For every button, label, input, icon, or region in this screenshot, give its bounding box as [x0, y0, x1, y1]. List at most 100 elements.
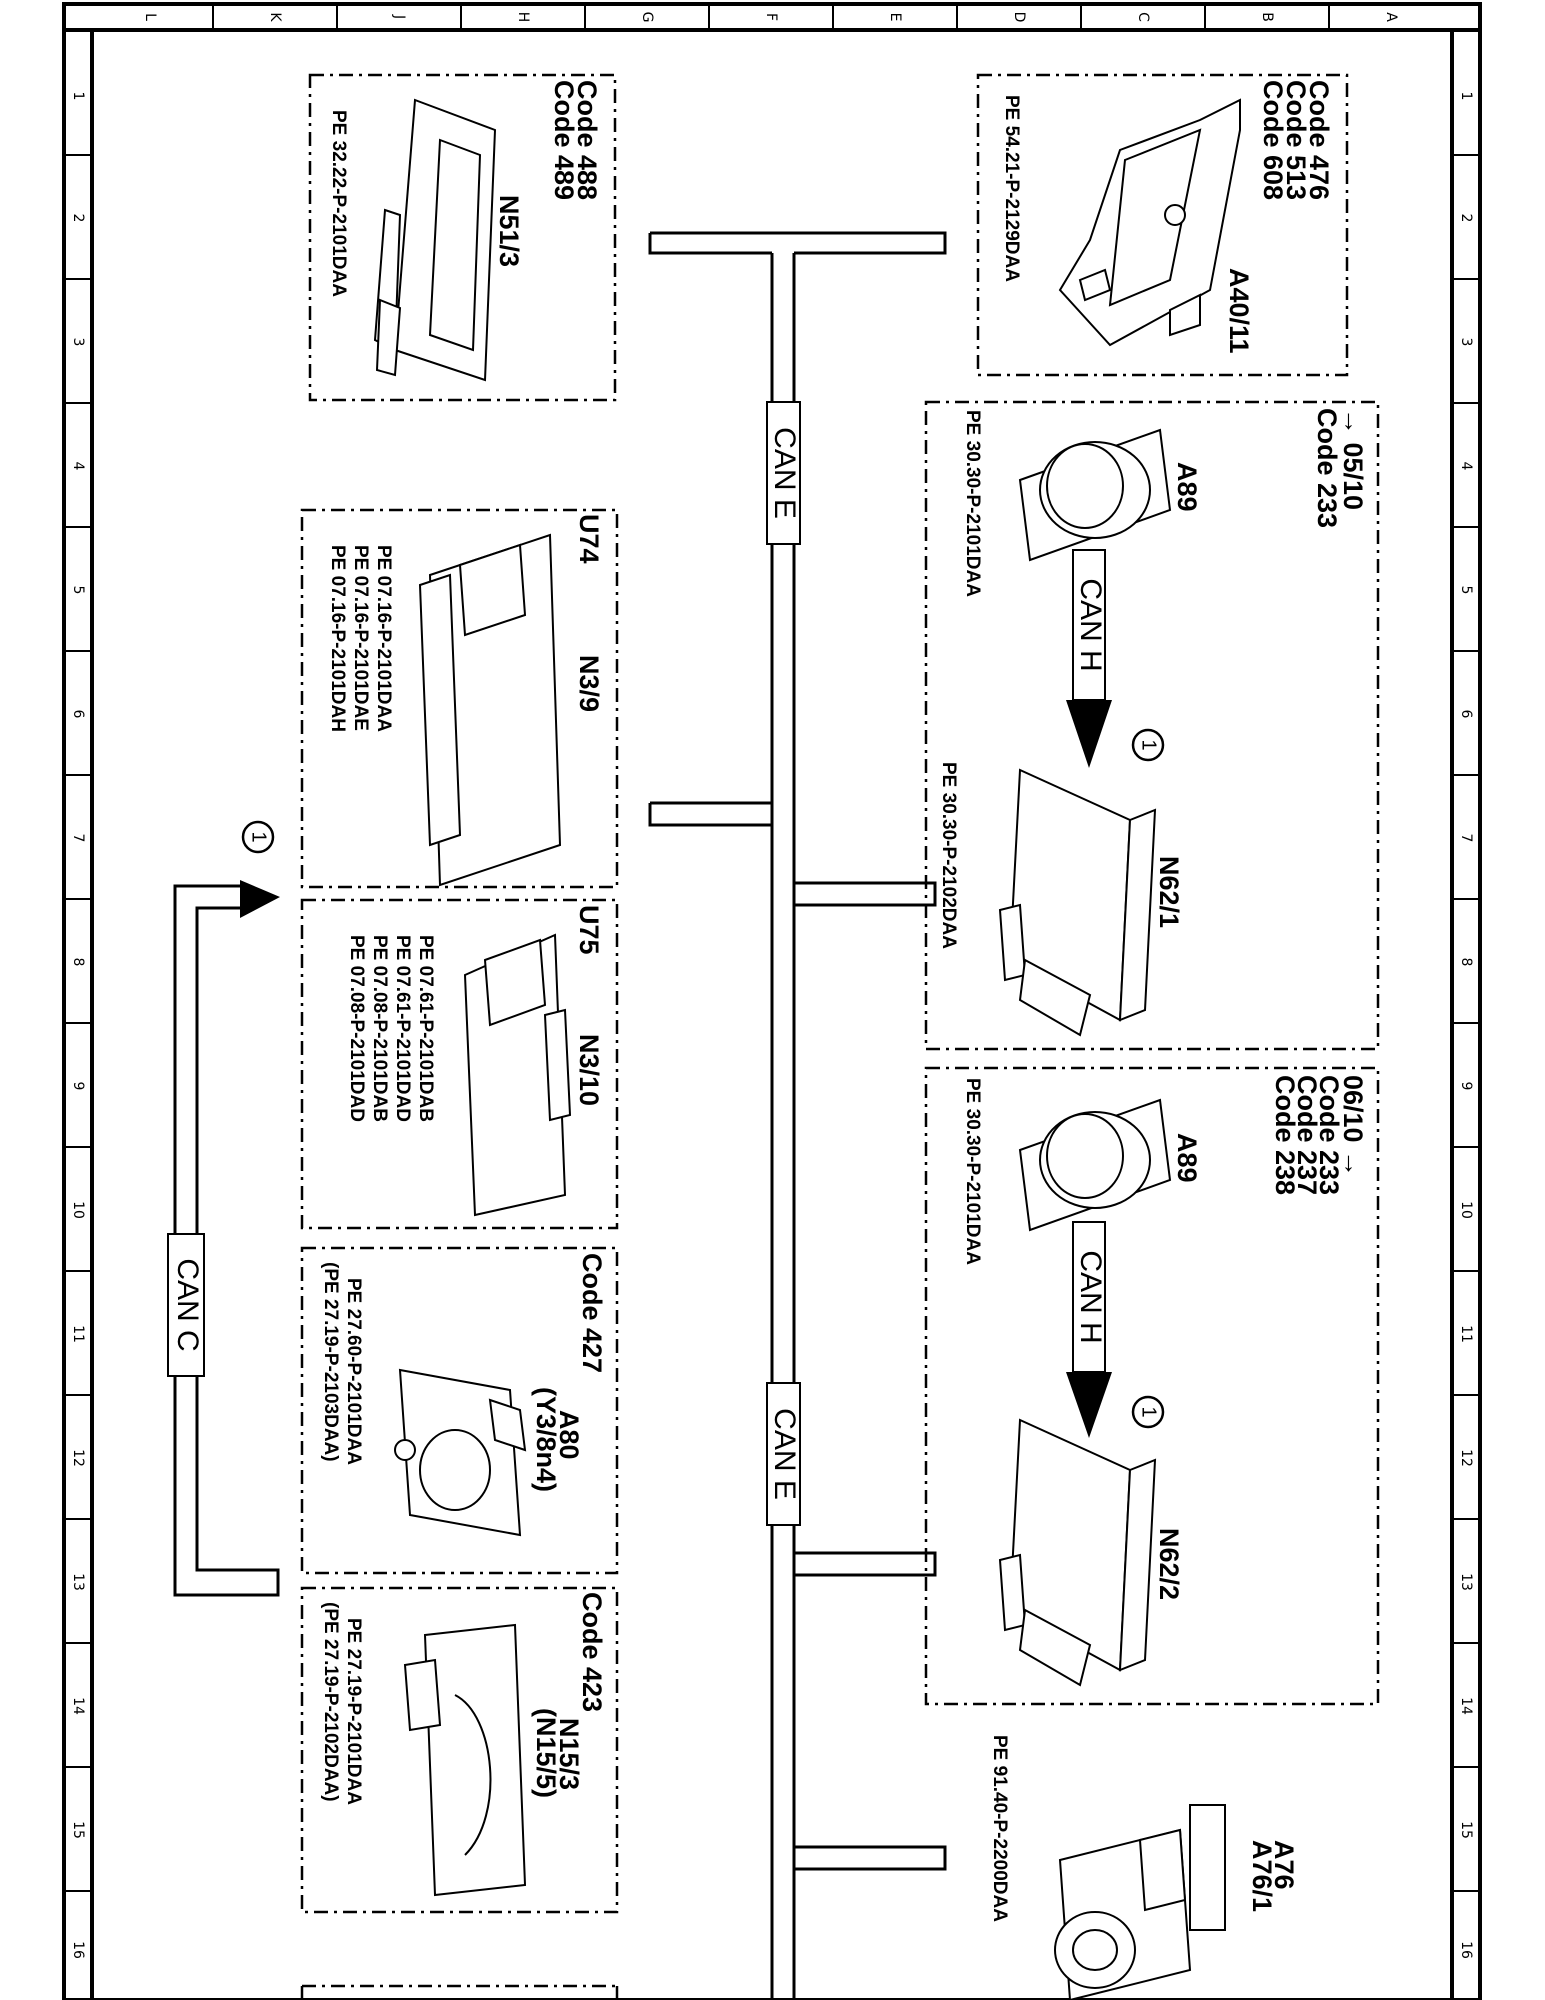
code-label: Code 476 — [1304, 80, 1334, 200]
pe-reference: PE 07.61-P-2101DAB — [415, 935, 436, 1122]
code-label: Code 233 — [1312, 408, 1342, 528]
grid-number: 16 — [70, 1941, 86, 1959]
grid-number: 3 — [70, 338, 86, 347]
component-name: N62/2 — [1154, 1528, 1184, 1600]
component-name: A80 — [554, 1410, 584, 1460]
grid-number: 10 — [1458, 1201, 1474, 1219]
callout-marker-text: 1 — [248, 831, 270, 842]
pe-reference: PE 27.60-P-2101DAA — [343, 1278, 364, 1465]
grid-letter: C — [1135, 12, 1151, 22]
box-post-06-10: 06/10 → Code 233 Code 237 Code 238 A89 P… — [924, 1066, 1380, 1706]
component-name: A89 — [1172, 462, 1202, 512]
pe-reference: PE 30.30-P-2102DAA — [938, 762, 959, 949]
grid-number: 2 — [70, 214, 86, 223]
grid-number: 2 — [1458, 214, 1474, 223]
grid-letter: B — [1259, 12, 1275, 22]
variant-label: U75 — [574, 905, 604, 955]
grid-number: 13 — [70, 1573, 86, 1591]
grid-number: 5 — [1458, 586, 1474, 595]
component-name: A89 — [1172, 1133, 1202, 1183]
component-name: N15/3 — [554, 1718, 584, 1790]
component-name: N51/3 — [494, 195, 524, 267]
grid-number: 3 — [1458, 338, 1474, 347]
a89-sensor-icon — [1018, 428, 1172, 562]
code-label: Code 608 — [1258, 80, 1288, 200]
box-u74: U74 N3/9 PE 07.16-P-2101DAA PE 07.16-P-2… — [300, 508, 619, 889]
pe-reference: PE 32.22-P-2101DAA — [328, 110, 349, 297]
component-name: A76 — [1269, 1840, 1299, 1890]
grid-number: 16 — [1458, 1941, 1474, 1959]
code-label: Code 237 — [1292, 1075, 1322, 1195]
box-n51-3: Code 488 Code 489 N51/3 PE 32.22-P-2101D… — [308, 73, 617, 402]
grid-row-numbers-right: 1 2 3 4 5 6 7 8 9 10 11 12 13 14 15 16 — [1458, 92, 1474, 1959]
grid-number: 6 — [1458, 710, 1474, 719]
can-h-label-text: CAN H — [1074, 578, 1107, 671]
date-header: 06/10 → — [1338, 1075, 1368, 1177]
grid-number: 8 — [70, 958, 86, 967]
grid-number: 10 — [70, 1201, 86, 1219]
grid-number: 1 — [1458, 92, 1474, 101]
pe-reference: PE 07.16-P-2101DAA — [373, 545, 394, 732]
grid-letter: L — [142, 13, 158, 21]
a80-actuator-icon — [394, 1368, 527, 1537]
code-label: Code 238 — [1270, 1075, 1300, 1195]
code-label: Code 233 — [1314, 1075, 1344, 1195]
code-label: Code 488 — [572, 80, 602, 200]
code-label: Code 489 — [549, 80, 579, 200]
box-partial-bottom — [300, 1984, 619, 2000]
box-a80: Code 427 A80 (Y3/8n4) PE 27.60-P-2101DAA… — [300, 1246, 619, 1575]
box-pre-05-10: → 05/10 Code 233 A89 PE 30.30-P-2101DAA … — [924, 400, 1380, 1051]
grid-number: 6 — [70, 710, 86, 719]
can-e-label-top: CAN E — [766, 401, 801, 545]
grid-number: 15 — [70, 1821, 86, 1839]
component-name: N3/10 — [574, 1034, 604, 1106]
a40-11-part-icon — [1058, 98, 1241, 347]
n62-2-module-icon — [998, 1418, 1157, 1687]
can-h-label-text: CAN H — [1074, 1250, 1107, 1343]
grid-letter: E — [887, 13, 903, 22]
grid-number: 8 — [1458, 958, 1474, 967]
a76-motor-icon — [1054, 1804, 1226, 2000]
grid-number: 11 — [1458, 1325, 1474, 1343]
grid-number: 4 — [70, 462, 86, 471]
box-u75: U75 N3/10 PE 07.61-P-2101DAB PE 07.61-P-… — [300, 898, 619, 1230]
grid-number: 7 — [1458, 834, 1474, 843]
code-label: Code 423 — [577, 1592, 607, 1712]
grid-letter: A — [1383, 12, 1399, 22]
can-c-arrowhead — [240, 880, 280, 918]
grid-number: 13 — [1458, 1573, 1474, 1591]
component-name: N62/1 — [1154, 856, 1184, 928]
can-h-arrowhead — [1066, 700, 1112, 768]
grid-number: 15 — [1458, 1821, 1474, 1839]
grid-letter: H — [515, 12, 531, 23]
n3-9-ecu-icon — [418, 533, 562, 887]
pe-reference: PE 54.21-P-2129DAA — [1001, 95, 1022, 282]
grid-letter: D — [1011, 12, 1027, 23]
grid-number: 1 — [70, 92, 86, 101]
a89-sensor-icon — [1018, 1098, 1172, 1232]
grid-number: 12 — [1458, 1449, 1474, 1467]
pe-reference: PE 91.40-P-2200DAA — [989, 1735, 1010, 1922]
n15-3-module-icon — [403, 1623, 527, 1897]
pe-reference: PE 27.19-P-2101DAA — [343, 1618, 364, 1805]
box-a40-11: Code 476 Code 513 Code 608 A40/11 PE 54.… — [976, 73, 1349, 377]
code-label: Code 427 — [577, 1253, 607, 1373]
can-e-label-text: CAN E — [768, 427, 801, 519]
can-h-arrowhead — [1066, 1372, 1112, 1438]
group-a76: A76 A76/1 PE 91.40-P-2200DAA — [989, 1735, 1299, 2000]
grid-letter: F — [763, 13, 779, 21]
pe-reference: PE 07.08-P-2101DAD — [346, 935, 367, 1122]
component-name: A40/11 — [1224, 268, 1254, 354]
variant-label: U74 — [574, 514, 604, 564]
can-e-label-mid: CAN E — [766, 1382, 801, 1526]
grid-number: 9 — [70, 1082, 86, 1091]
component-name: N3/9 — [574, 655, 604, 712]
grid-number: 14 — [70, 1697, 86, 1715]
component-alt-name: (N15/5) — [531, 1708, 561, 1798]
component-alt-name: (Y3/8n4) — [531, 1387, 561, 1492]
can-c-line: CAN C 1 — [167, 820, 280, 1597]
pe-reference: (PE 27.19-P-2103DAA) — [320, 1262, 341, 1462]
pe-reference: PE 07.16-P-2101DAH — [327, 545, 348, 732]
code-label: Code 513 — [1281, 80, 1311, 200]
